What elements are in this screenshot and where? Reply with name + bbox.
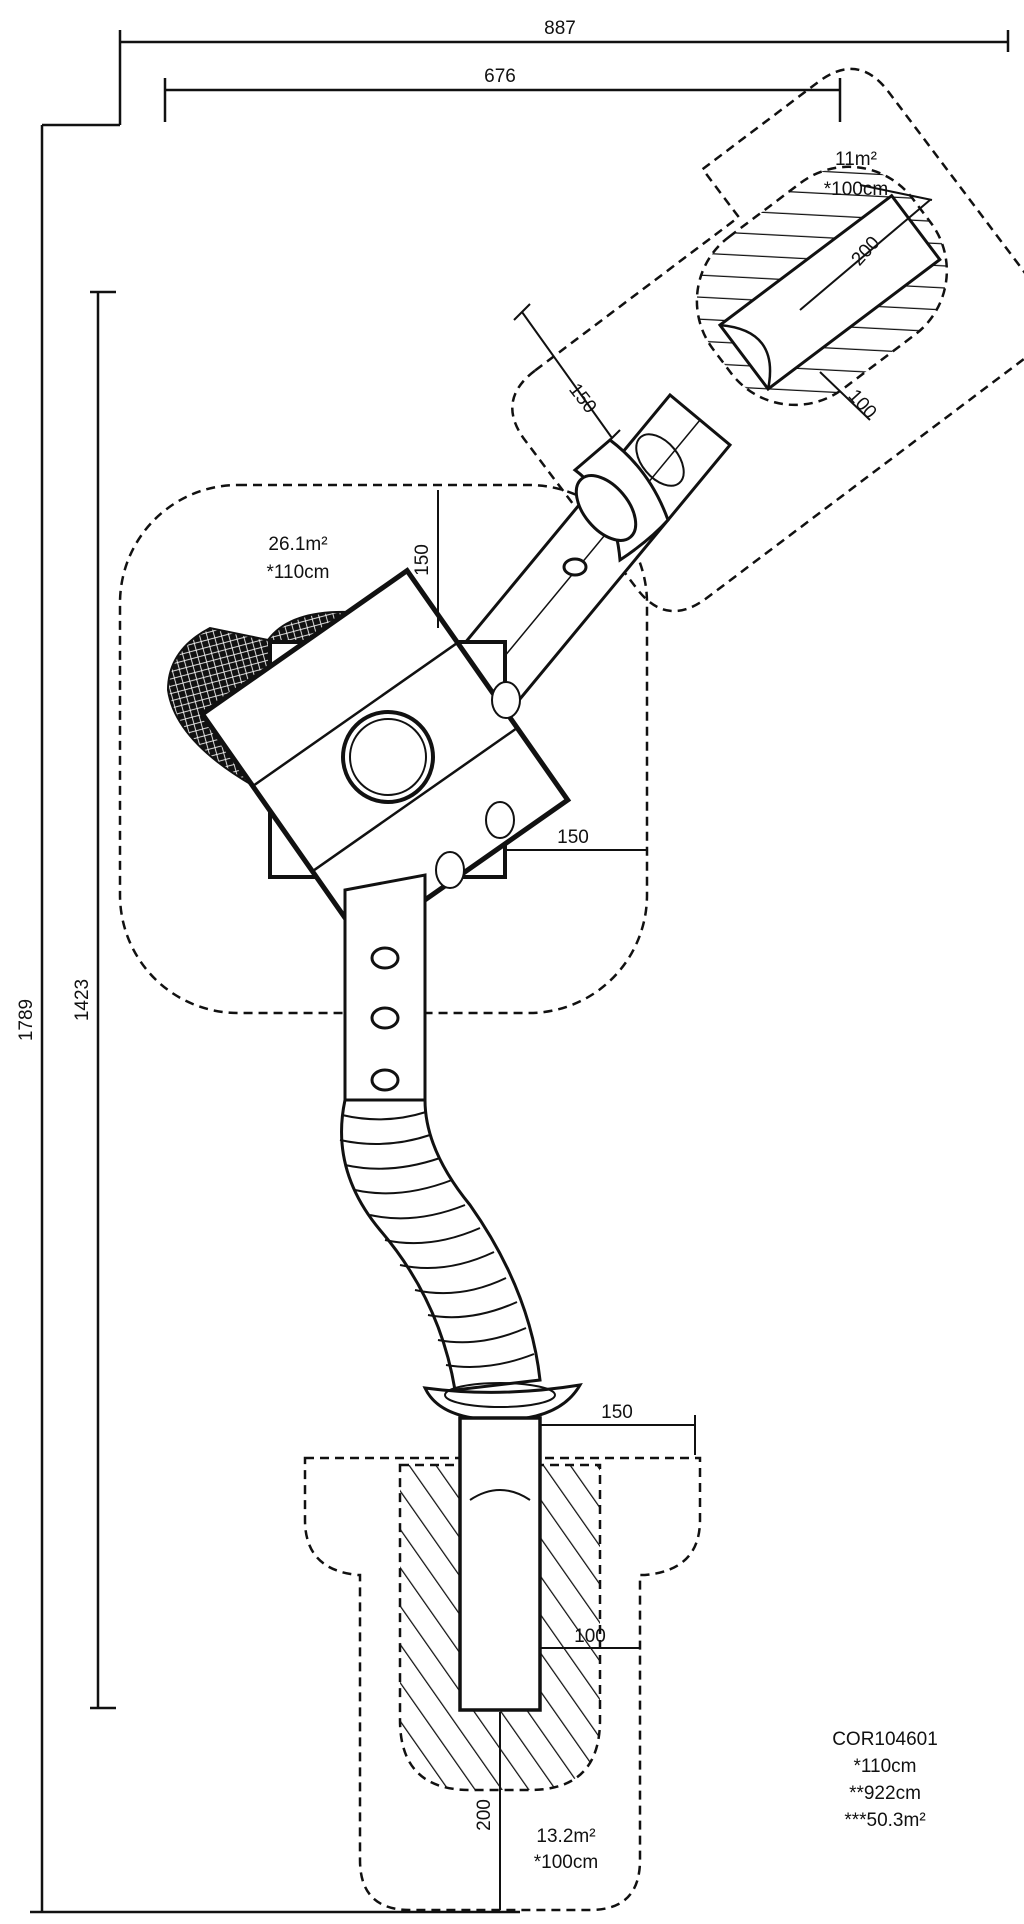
top-zone-dim-c: 100 [844,386,881,424]
overall-height-inner-label: 1423 [72,979,93,1021]
overall-height-inner-dimension [90,290,116,1710]
bottom-zone-dim-top: 150 [601,1402,633,1423]
bottom-zone-dim-bottom: 200 [474,1799,495,1831]
bottom-zone-dimension-lines [499,1415,696,1910]
product-total-area: ***50.3m² [844,1810,925,1831]
bottom-slide-exit-chute [458,1416,542,1712]
lower-tube-slide [339,873,583,1422]
product-code: COR104601 [832,1729,938,1750]
overall-height-outer-label: 1789 [16,999,37,1041]
overall-width-inner-dimension [163,78,842,122]
tower-platform [198,567,572,947]
middle-zone-dim-right: 150 [557,827,589,848]
middle-zone-fall-height: *110cm [266,562,329,583]
middle-zone-dim-top: 150 [412,544,433,576]
bottom-zone-fall-height: *100cm [534,1852,598,1873]
overall-width-inner-label: 676 [484,66,516,87]
middle-zone-dimension-lines [437,490,647,851]
overall-height-outer-dimension [30,123,520,1914]
product-length: **922cm [849,1783,921,1804]
top-safety-zone [511,67,1024,613]
bottom-zone-area: 13.2m² [536,1826,595,1847]
bottom-safety-zone-outline [303,1456,702,1912]
top-slide-exit-chute [717,193,942,392]
overall-width-outer-dimension [118,30,1010,125]
top-zone-dim-b: 150 [564,380,600,418]
middle-zone-area: 26.1m² [268,534,327,555]
overall-width-outer-label: 887 [544,18,576,39]
top-zone-fall-height: *100cm [824,179,888,200]
top-zone-area: 11m² [835,149,877,170]
top-safety-zone-outline [511,67,1024,613]
bottom-zone-dim-side: 100 [574,1626,606,1647]
product-fall-height: *110cm [853,1756,916,1777]
upper-tube-slide [452,392,733,708]
